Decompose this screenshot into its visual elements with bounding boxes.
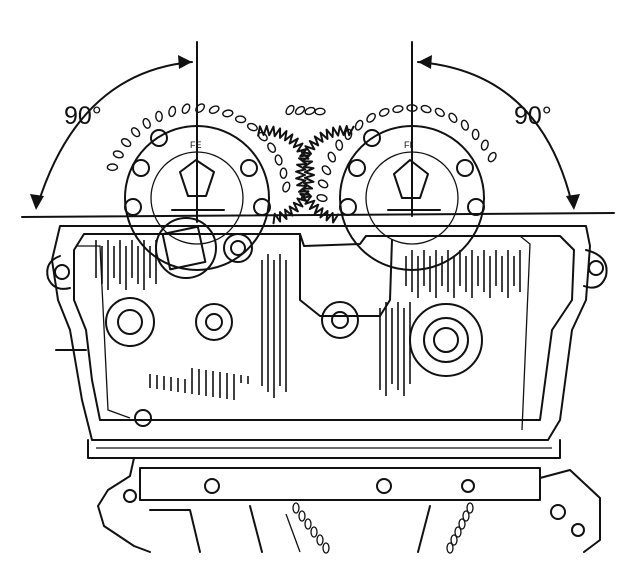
cylinder-head [51, 225, 591, 459]
chain-link [327, 151, 337, 163]
chain-link [314, 107, 326, 116]
chain-link [378, 107, 390, 117]
chain-link [267, 142, 277, 153]
gear-teeth [295, 125, 355, 224]
chain-link [298, 510, 306, 522]
chain-link [142, 117, 151, 129]
chain-link [234, 115, 247, 124]
chain-link [446, 542, 454, 554]
chain-link [322, 542, 330, 554]
chain-link [316, 193, 328, 203]
camshaft-bores [105, 297, 483, 427]
chain-link [321, 165, 332, 176]
chain-link [458, 518, 466, 530]
chain-link [366, 112, 376, 123]
right-intermediate-gear [295, 125, 355, 224]
chain-link [480, 139, 489, 151]
timing-chain [106, 103, 497, 203]
engine-block-lower [97, 457, 601, 553]
chain-link [282, 181, 291, 193]
chain-link [274, 154, 283, 166]
left-sprocket-mark: FE [190, 140, 202, 150]
chain-link [420, 104, 432, 114]
chain-link [335, 139, 344, 151]
gear-teeth [257, 125, 315, 225]
chain-link [466, 502, 474, 514]
chain-link [155, 110, 163, 123]
chain-link [285, 104, 295, 116]
chain-link [181, 103, 191, 115]
chain-link [392, 105, 404, 114]
right-mounting-lug [583, 249, 608, 289]
chain-link [354, 119, 364, 131]
left-mounting-lug [46, 255, 71, 290]
chain-link [304, 518, 312, 530]
left-intermediate-gear [257, 125, 315, 225]
lower-timing-chain [292, 502, 474, 554]
chain-link [208, 105, 220, 115]
chain-link [168, 105, 177, 118]
chain-link [434, 107, 445, 118]
chain-link [222, 109, 234, 118]
chain-link [112, 150, 124, 159]
chain-link [454, 526, 462, 538]
chain-link [246, 122, 258, 132]
chain-link [487, 151, 497, 163]
chain-link [317, 179, 329, 189]
chain-link [304, 106, 316, 116]
right-angle-label: 90° [514, 102, 552, 130]
chain-link [450, 534, 458, 546]
shading-hatches [95, 240, 521, 400]
chain-link [448, 112, 458, 123]
chain-link [310, 526, 318, 538]
head-surface-reference-line [21, 212, 615, 218]
left-90-degree-arc [30, 55, 193, 210]
chain-link [462, 510, 470, 522]
chain-link [130, 127, 141, 138]
chain-link [460, 119, 470, 131]
left-angle-label: 90° [64, 102, 102, 130]
chain-link [294, 105, 306, 116]
right-sprocket-mark: FI [404, 140, 412, 150]
chain-link [279, 167, 288, 179]
chain-link [292, 502, 300, 514]
chain-link [471, 128, 480, 141]
chain-link [106, 163, 119, 172]
right-90-degree-arc [417, 55, 580, 210]
chain-link [120, 138, 132, 148]
chain-link [316, 534, 324, 546]
